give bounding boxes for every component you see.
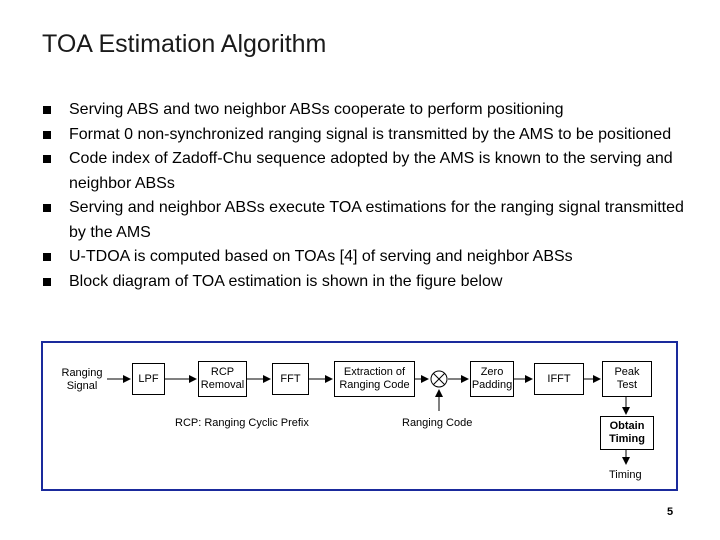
fft-block: FFT bbox=[272, 363, 309, 395]
bullet-item: Serving ABS and two neighbor ABSs cooper… bbox=[42, 98, 692, 123]
bullet-text: Serving ABS and two neighbor ABSs cooper… bbox=[69, 101, 564, 118]
page-number: 5 bbox=[667, 506, 674, 518]
bullet-item: Block diagram of TOA estimation is shown… bbox=[42, 270, 692, 295]
square-bullet-icon bbox=[43, 204, 51, 212]
square-bullet-icon bbox=[43, 253, 51, 261]
obtain-timing-block: Obtain Timing bbox=[600, 416, 654, 450]
square-bullet-icon bbox=[43, 277, 51, 286]
diagram-connectors bbox=[107, 375, 630, 465]
bullet-item: Serving and neighbor ABSs execute TOA es… bbox=[42, 196, 692, 245]
extraction-of-ranging-code-block: Extraction of Ranging Code bbox=[334, 361, 415, 397]
multiplier-icon bbox=[430, 370, 448, 388]
rcp-abbreviation-note: RCP: Ranging Cyclic Prefix bbox=[175, 417, 309, 429]
timing-output-label: Timing bbox=[609, 469, 642, 481]
square-bullet-icon bbox=[43, 155, 51, 163]
rcp-removal-block: RCP Removal bbox=[198, 361, 247, 397]
bullet-text: U-TDOA is computed based on TOAs [4] of … bbox=[69, 248, 573, 265]
bullet-list: Serving ABS and two neighbor ABSs cooper… bbox=[42, 98, 692, 294]
lpf-block: LPF bbox=[132, 363, 165, 395]
bullet-text: Code index of Zadoff-Chu sequence adopte… bbox=[69, 150, 673, 192]
square-bullet-icon bbox=[43, 130, 51, 139]
ranging-signal-input-label: Ranging Signal bbox=[61, 367, 103, 392]
ranging-code-label: Ranging Code bbox=[402, 417, 473, 429]
bullet-item: Code index of Zadoff-Chu sequence adopte… bbox=[42, 147, 692, 196]
peak-test-block: Peak Test bbox=[602, 361, 652, 397]
slide-title: TOA Estimation Algorithm bbox=[42, 30, 327, 58]
bullet-text: Block diagram of TOA estimation is shown… bbox=[69, 272, 503, 290]
zero-padding-block: Zero Padding bbox=[470, 361, 514, 397]
bullet-item: U-TDOA is computed based on TOAs [4] of … bbox=[42, 245, 692, 270]
bullet-item: Format 0 non-synchronized ranging signal… bbox=[42, 123, 692, 148]
ifft-block: IFFT bbox=[534, 363, 584, 395]
toa-block-diagram: Ranging Signal LPF RCP Removal FFT Extra… bbox=[41, 341, 678, 491]
bullet-text: Serving and neighbor ABSs execute TOA es… bbox=[69, 199, 684, 241]
square-bullet-icon bbox=[43, 106, 51, 114]
bullet-text: Format 0 non-synchronized ranging signal… bbox=[69, 125, 672, 143]
